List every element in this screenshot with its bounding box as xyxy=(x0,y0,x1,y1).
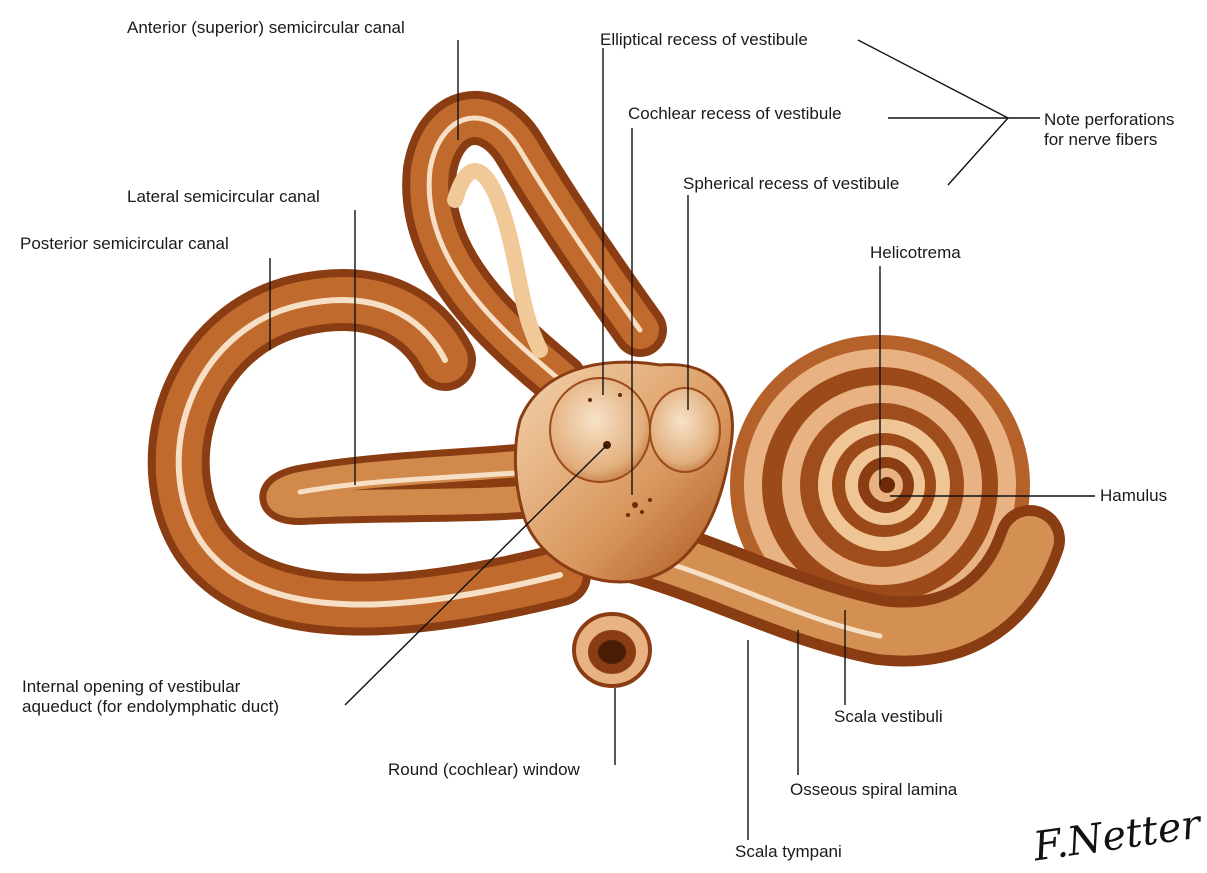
label-osseous-lamina: Osseous spiral lamina xyxy=(790,780,957,800)
label-spherical-recess: Spherical recess of vestibule xyxy=(683,174,899,194)
label-scala-vestibuli: Scala vestibuli xyxy=(834,707,943,727)
label-lateral-canal: Lateral semicircular canal xyxy=(127,187,320,207)
label-posterior-canal: Posterior semicircular canal xyxy=(20,234,229,254)
label-elliptical-recess: Elliptical recess of vestibule xyxy=(600,30,808,50)
label-note-perforations: Note perforations for nerve fibers xyxy=(1044,110,1174,150)
label-round-window: Round (cochlear) window xyxy=(388,760,580,780)
label-anterior-canal: Anterior (superior) semicircular canal xyxy=(127,18,405,38)
label-internal-opening: Internal opening of vestibular aqueduct … xyxy=(22,677,279,717)
round-window-shape xyxy=(574,614,650,686)
label-hamulus: Hamulus xyxy=(1100,486,1167,506)
leader-perf-1 xyxy=(858,40,1008,118)
label-cochlear-recess: Cochlear recess of vestibule xyxy=(628,104,842,124)
label-scala-tympani: Scala tympani xyxy=(735,842,842,862)
label-helicotrema: Helicotrema xyxy=(870,243,961,263)
leader-perf-3 xyxy=(948,118,1008,185)
